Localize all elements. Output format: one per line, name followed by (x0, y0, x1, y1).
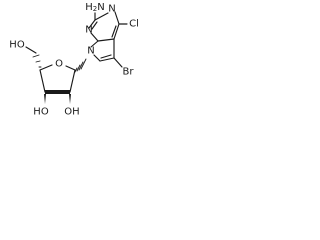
bond-c2-n3 (94, 12, 109, 21)
chloro-label: Cl (129, 19, 139, 30)
bond-c1-c2 (69, 69, 76, 93)
pyrimidine-n-bottom-label: N (85, 25, 92, 36)
c4-c5-hashed-bond (32, 54, 42, 68)
bond-c5-br (113, 57, 123, 68)
hydroxymethyl-label: HO (9, 40, 25, 51)
bond-n3-c4 (114, 11, 120, 25)
bond-n1-c2 (88, 19, 96, 29)
bond-c4-o4 (39, 64, 53, 71)
bond-c3-c4 (39, 69, 46, 93)
bond-c5-oh (25, 46, 37, 54)
hash-4 (80, 58, 87, 70)
bond-c2-oh-wedge (69, 94, 71, 104)
hash-3 (78, 61, 84, 71)
bond-c6-n7 (93, 54, 101, 62)
ribose-ring (39, 64, 76, 94)
pyrrole-n-label: N (87, 46, 94, 57)
ring-oxygen-label: O (55, 59, 63, 70)
bond-n1-c2-double (91, 21, 98, 30)
bond-n7-c7a (90, 40, 99, 48)
bond-c4-c4a (113, 23, 120, 40)
hydroxyl-2-label: OH (64, 107, 79, 118)
bond-c7a-n1 (90, 32, 99, 42)
bond-c2-c3-bold (45, 90, 70, 94)
bond-c5-c6-double (100, 54, 112, 59)
amine-label: H2N (85, 2, 104, 14)
bromo-label: Br (123, 67, 135, 78)
pyrimidine-ring (88, 11, 120, 42)
hash-2 (76, 64, 81, 72)
hash-6 (35, 60, 41, 63)
bond-c3-oh-wedge (44, 94, 46, 104)
pyrimidine-n-top-label: N (108, 4, 115, 15)
bond-o4-c1 (65, 65, 76, 71)
bond-c4-c4a-double (111, 25, 117, 38)
chemical-structure: H2N N N Cl Br N O HO HO OH (9, 2, 139, 118)
hash-7 (32, 54, 40, 58)
glycosidic-bond (74, 58, 87, 73)
pyrrole-ring (90, 38, 115, 62)
bond-c5-c6 (99, 57, 115, 62)
bond-c4a-c7a (97, 38, 115, 42)
hydroxyl-3-label: HO (33, 107, 49, 118)
hash-1 (74, 67, 78, 73)
